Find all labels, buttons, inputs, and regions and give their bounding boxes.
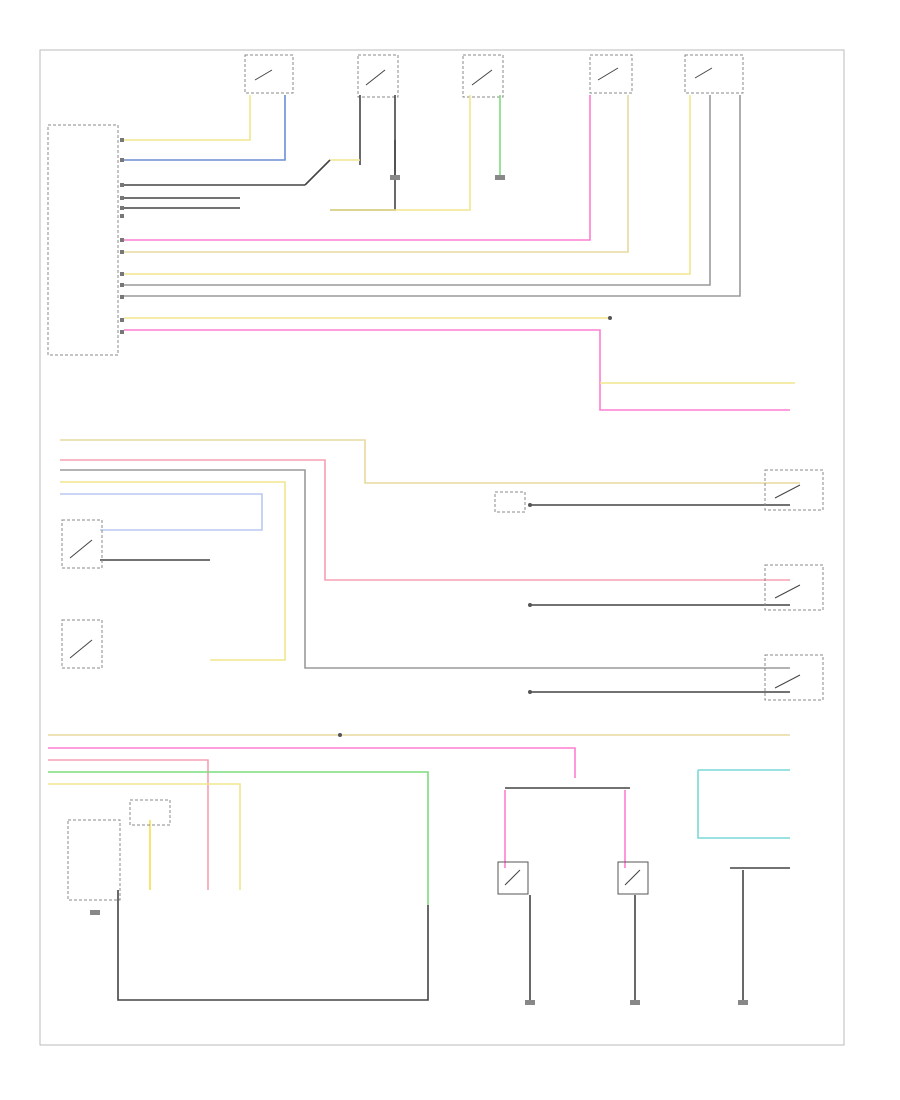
ground-top-1 (390, 175, 400, 180)
ground-top-2 (495, 175, 505, 180)
top-switch-5 (684, 54, 744, 94)
ground-bottom-3 (738, 1000, 748, 1005)
ground-bottom-2 (630, 1000, 640, 1005)
ground-bottom-1 (525, 1000, 535, 1005)
door-switch-left (61, 519, 103, 569)
ground-bottom-4 (90, 910, 100, 915)
switch-bottom-right (617, 861, 649, 895)
top-switch-3 (462, 54, 504, 98)
diagram-frame (39, 49, 845, 1046)
power-outlet-switch (129, 799, 171, 826)
lock-switch-3 (764, 654, 824, 701)
top-switch-1 (244, 54, 294, 94)
control-module (47, 124, 124, 356)
lock-switch-1 (764, 469, 824, 511)
actuator-ground-1 (494, 491, 526, 513)
top-switch-4 (589, 54, 633, 94)
lock-switch-2 (764, 564, 824, 611)
top-switch-2 (357, 54, 399, 98)
switch-bottom-left (497, 861, 529, 895)
door-switch-right (61, 619, 103, 669)
brake-switch (67, 819, 121, 901)
